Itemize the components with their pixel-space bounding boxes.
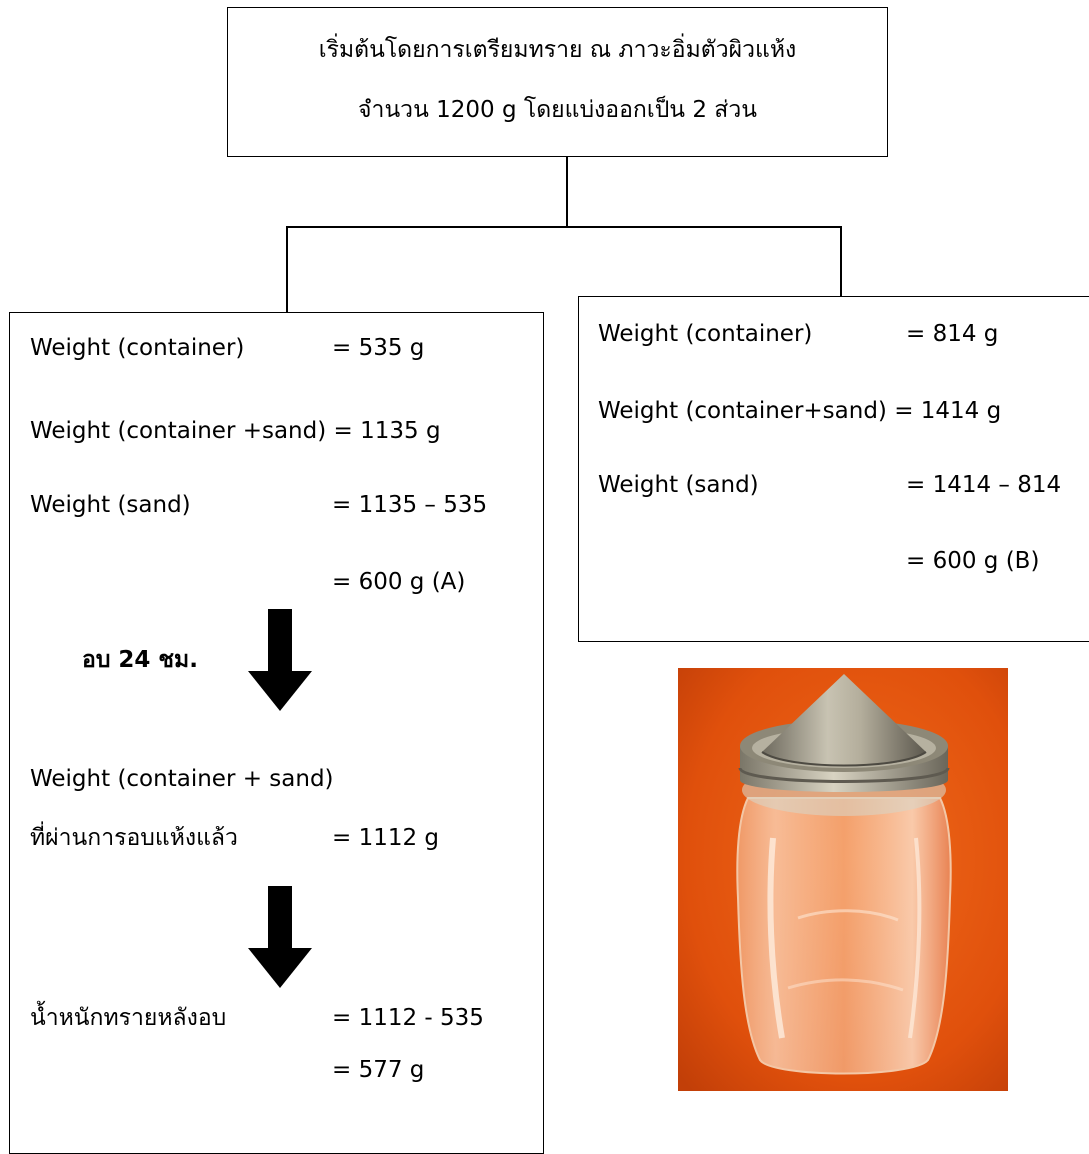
connector-vertical-top [566,157,568,227]
connector-right-drop [840,226,842,297]
connector-left-drop [286,226,288,313]
right-container-value: = 814 g [906,321,999,347]
left-container-label: Weight (container) [30,335,245,361]
right-sand-result: = 600 g (B) [906,548,1040,574]
left-dried-label-2: ที่ผ่านการอบแห้งแล้ว [30,825,238,851]
down-arrow-icon [248,886,312,988]
oven-label: อบ 24 ชม. [82,647,198,673]
left-after-result: = 577 g [332,1057,425,1083]
connector-horizontal [286,226,842,228]
left-dried-value: = 1112 g [332,825,440,851]
left-after-calc: = 1112 - 535 [332,1005,484,1031]
right-container-label: Weight (container) [598,321,813,347]
left-container-sand: Weight (container +sand) = 1135 g [30,418,441,444]
left-sand-result: = 600 g (A) [332,569,466,595]
left-box: Weight (container) = 535 g Weight (conta… [9,312,544,1154]
right-sand-label: Weight (sand) [598,472,759,498]
left-dried-label-1: Weight (container + sand) [30,766,334,792]
right-box: Weight (container) = 814 g Weight (conta… [578,296,1089,642]
sand-cone-jar-photo [678,668,1008,1091]
down-arrow-icon [248,609,312,711]
right-sand-calc: = 1414 – 814 [906,472,1062,498]
right-container-sand: Weight (container+sand) = 1414 g [598,398,1002,424]
left-sand-label: Weight (sand) [30,492,191,518]
start-line-1: เริ่มต้นโดยการเตรียมทราย ณ ภาวะอิ่มตัวผิ… [318,37,797,63]
start-line-2: จำนวน 1200 g โดยแบ่งออกเป็น 2 ส่วน [358,97,757,123]
start-box: เริ่มต้นโดยการเตรียมทราย ณ ภาวะอิ่มตัวผิ… [227,7,888,157]
left-after-label: น้ำหนักทรายหลังอบ [30,1005,227,1031]
left-container-value: = 535 g [332,335,425,361]
left-sand-calc: = 1135 – 535 [332,492,488,518]
